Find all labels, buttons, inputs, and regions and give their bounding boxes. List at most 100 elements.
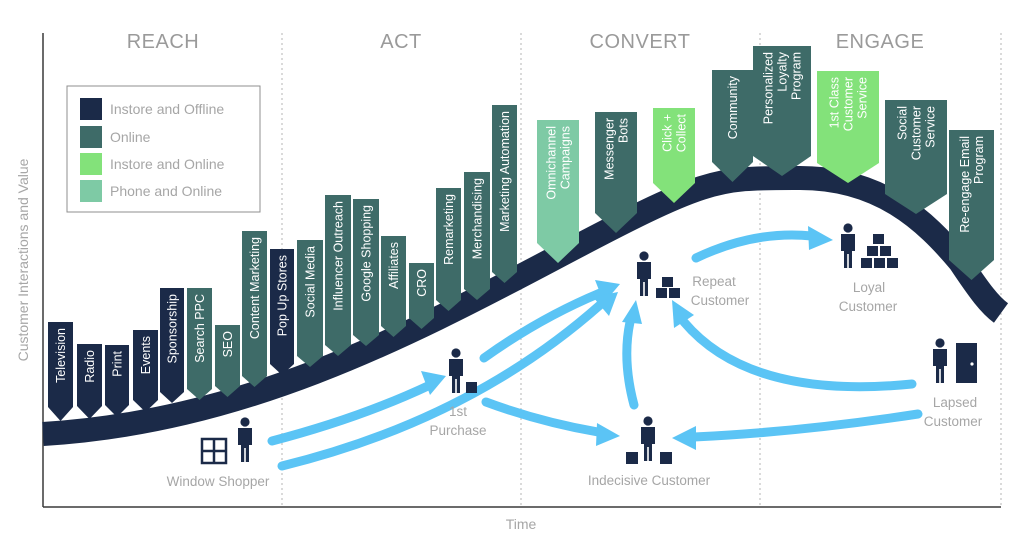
- touchpoint-shape: [353, 199, 379, 346]
- touchpoint-shape: [215, 325, 240, 397]
- touchpoint-label: Social: [896, 106, 910, 140]
- touchpoint-tag: CRO: [409, 263, 434, 329]
- touchpoint-tag: Affiliates: [381, 236, 406, 337]
- touchpoint-tag: Google Shopping: [353, 199, 379, 346]
- arrow-head: [593, 292, 618, 316]
- touchpoint-label: Community: [726, 75, 740, 139]
- stage-lapsed-customer: Lapsed Customer: [924, 338, 983, 429]
- touchpoint-shape: [753, 46, 811, 176]
- person-icon: [641, 416, 655, 461]
- touchpoint-tag: Television: [48, 322, 73, 421]
- arrow-repeat-to-loyal: [691, 230, 817, 263]
- legend-swatch-instore-offline: [80, 98, 102, 120]
- arrow-indecisive-to-repeat: [622, 317, 639, 410]
- person-icon: [449, 348, 463, 393]
- box-icon: [660, 452, 672, 464]
- touchpoint-tag: Events: [133, 330, 158, 412]
- touchpoint-shape: [297, 240, 323, 367]
- window-icon: [200, 437, 228, 465]
- stage-window-shopper: Window Shopper: [167, 417, 270, 489]
- touchpoint-label: Marketing Automation: [498, 111, 512, 232]
- touchpoint-label: Service: [856, 77, 870, 119]
- phase-convert: CONVERT: [590, 31, 691, 53]
- legend-label: Phone and Online: [110, 183, 222, 199]
- touchpoint-label: Pop Up Stores: [276, 255, 290, 336]
- touchpoint-label: Radio: [83, 350, 97, 383]
- arrow-lapsed-to-repeat: [679, 317, 917, 392]
- touchpoint-label: Bots: [617, 118, 631, 143]
- touchpoint-shape: [105, 345, 129, 417]
- door-icon: [956, 343, 977, 383]
- touchpoint-shape: [270, 249, 294, 375]
- person-icon: [238, 417, 252, 462]
- arrow-head: [595, 280, 620, 303]
- touchpoint-shape: [325, 195, 351, 356]
- touchpoint-shape: [949, 130, 994, 280]
- person-icon: [841, 223, 855, 268]
- touchpoint-label: Search PPC: [193, 294, 207, 363]
- touchpoint-label: Television: [54, 328, 68, 383]
- arrow-lapsed-to-indecisive: [689, 409, 923, 442]
- arrow-first-to-indecisive: [481, 397, 603, 437]
- touchpoint-tag: Community: [712, 70, 753, 182]
- touchpoint-shape: [537, 120, 579, 263]
- touchpoint-shape: [712, 70, 753, 182]
- stage-label: 1st: [449, 404, 467, 419]
- touchpoint-shape: [77, 344, 102, 419]
- stage-indecisive-customer: Indecisive Customer: [588, 416, 711, 488]
- arrow-head: [672, 300, 694, 328]
- touchpoint-label: Re-engage Email: [958, 136, 972, 233]
- stage-label: Indecisive Customer: [588, 473, 711, 488]
- touchpoint-label: SEO: [221, 331, 235, 358]
- arrow-window-to-repeat: [277, 300, 605, 471]
- touchpoint-tag: Click +Collect: [653, 108, 695, 203]
- y-axis-label: Customer Interactions and Value: [15, 158, 31, 361]
- arrow-head: [596, 423, 620, 446]
- touchpoint-label: Social Media: [304, 246, 318, 318]
- touchpoint-shape: [409, 263, 434, 329]
- touchpoint-shape: [242, 231, 267, 387]
- touchpoint-tag: Marketing Automation: [492, 105, 517, 283]
- touchpoint-tag: Content Marketing: [242, 231, 267, 387]
- touchpoint-label: Loyalty: [776, 51, 790, 91]
- stage-label: Loyal: [853, 280, 885, 295]
- stage-label: Purchase: [429, 423, 486, 438]
- phase-reach: REACH: [127, 31, 200, 53]
- touchpoint-label: Customer: [910, 106, 924, 160]
- touchpoint-label: Collect: [675, 113, 689, 152]
- phase-engage: ENGAGE: [836, 31, 925, 53]
- touchpoint-tag: Print: [105, 345, 129, 417]
- x-axis-label: Time: [506, 516, 537, 532]
- arrow-head: [421, 371, 446, 395]
- touchpoint-label: Omnichannel: [545, 126, 559, 200]
- stage-label: Lapsed: [933, 395, 977, 410]
- touchpoint-label: Google Shopping: [360, 205, 374, 302]
- touchpoint-tag: Radio: [77, 344, 102, 419]
- touchpoint-label: CRO: [415, 269, 429, 297]
- touchpoint-shape: [436, 188, 461, 311]
- touchpoint-shape: [817, 71, 879, 183]
- stage-label: Customer: [839, 299, 898, 314]
- touchpoint-shape: [885, 100, 947, 214]
- touchpoint-label: Print: [111, 350, 125, 376]
- touchpoint-shape: [48, 322, 73, 421]
- touchpoint-shape: [187, 288, 212, 400]
- boxes-icon: [656, 277, 680, 298]
- touchpoint-label: Program: [790, 52, 804, 100]
- stage-label: Customer: [691, 293, 750, 308]
- touchpoint-tag: Influencer Outreach: [325, 195, 351, 356]
- stage-loyal-customer: Loyal Customer: [839, 223, 898, 314]
- legend-label: Online: [110, 129, 151, 145]
- person-icon: [933, 338, 947, 383]
- touchpoint-label: Service: [924, 106, 938, 148]
- stage-repeat-customer: Repeat Customer: [637, 251, 750, 308]
- touchpoint-label: Remarketing: [442, 194, 456, 265]
- touchpoint-shape: [464, 172, 490, 300]
- stage-label: Customer: [924, 414, 983, 429]
